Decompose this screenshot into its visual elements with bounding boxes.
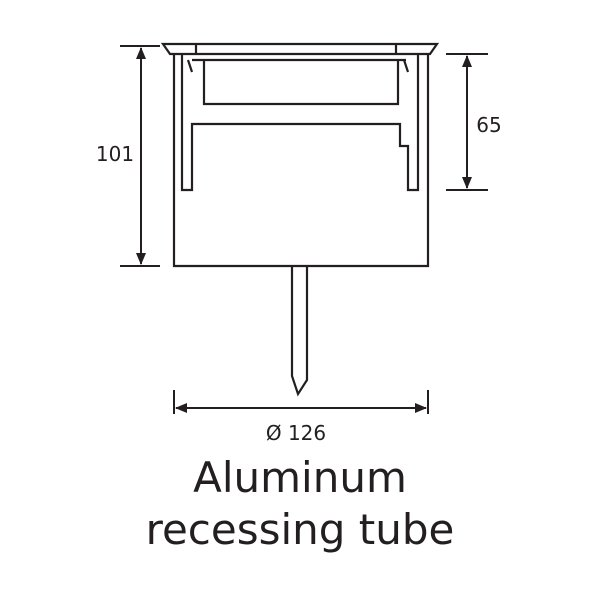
dimension-65-label: 65 — [476, 113, 501, 137]
dimension-101 — [120, 45, 160, 267]
dimension-65 — [446, 53, 488, 191]
inner-bracket-left — [180, 54, 420, 192]
dimension-101-label: 101 — [96, 142, 134, 166]
inner-tray — [192, 58, 406, 106]
dimension-126-label: Ø 126 — [266, 421, 326, 445]
clip-left — [186, 59, 194, 73]
caption-title-line-1: Aluminum — [193, 453, 407, 502]
outer-wall — [172, 54, 430, 268]
caption-title-line-2: recessing tube — [145, 505, 455, 554]
dimension-126 — [173, 390, 429, 414]
tube-body — [160, 42, 440, 268]
top-flange — [160, 42, 440, 56]
clip-right — [402, 59, 410, 73]
ground-spike — [290, 266, 309, 397]
